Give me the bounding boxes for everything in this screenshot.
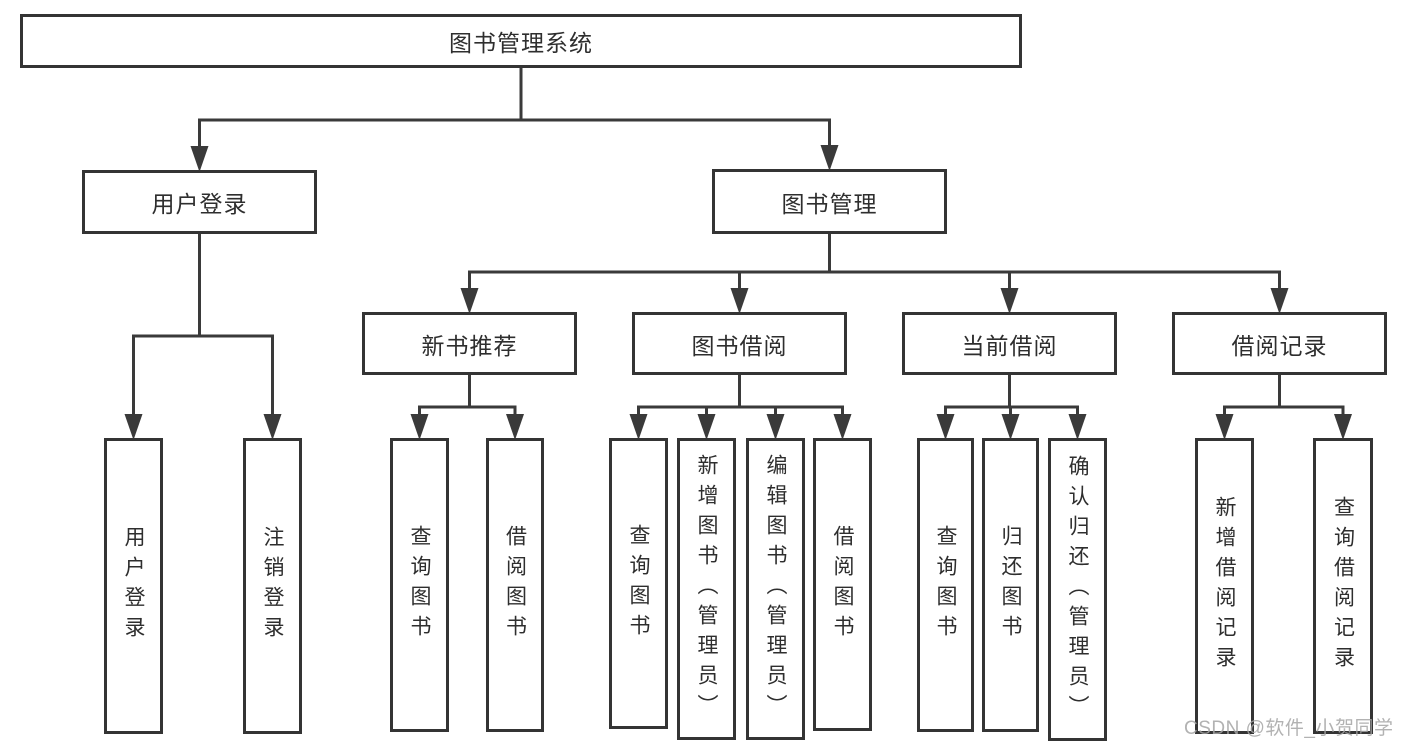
node-borrow-records: 借阅记录 [1172, 312, 1387, 375]
node-cb-return: 归还图书 [982, 438, 1039, 732]
node-bb-add: 新增图书（管理员） [677, 438, 736, 740]
node-label-new-book-rec: 新书推荐 [421, 332, 518, 359]
node-label-logout: 注销登录 [261, 526, 284, 646]
node-login: 用户登录 [104, 438, 163, 734]
node-label-book-mgmt: 图书管理 [781, 190, 878, 217]
node-label-cb-query: 查询图书 [934, 525, 957, 645]
node-bb-edit: 编辑图书（管理员） [746, 438, 805, 740]
node-new-book-rec: 新书推荐 [362, 312, 577, 375]
watermark: CSDN @软件_小贺同学 [1184, 718, 1394, 739]
node-br-add: 新增借阅记录 [1195, 438, 1254, 734]
node-cb-query: 查询图书 [917, 438, 974, 732]
node-logout: 注销登录 [243, 438, 302, 734]
node-label-root: 图书管理系统 [449, 30, 593, 56]
node-label-bb-edit: 编辑图书（管理员） [764, 454, 787, 724]
node-label-user-login: 用户登录 [151, 191, 248, 217]
node-label-book-borrow: 图书借阅 [691, 332, 788, 359]
node-label-current-borrow: 当前借阅 [961, 332, 1058, 359]
node-label-cb-confirm: 确认归还（管理员） [1066, 454, 1089, 725]
node-label-login: 用户登录 [122, 526, 145, 646]
node-user-login: 用户登录 [82, 170, 317, 234]
node-current-borrow: 当前借阅 [902, 312, 1117, 375]
node-label-rec-borrow: 借阅图书 [503, 525, 527, 645]
node-label-bb-add: 新增图书（管理员） [695, 454, 718, 724]
node-bb-borrow: 借阅图书 [813, 438, 872, 731]
node-label-bb-borrow: 借阅图书 [831, 524, 854, 645]
node-rec-borrow: 借阅图书 [486, 438, 544, 732]
node-label-rec-query: 查询图书 [408, 525, 431, 645]
node-book-mgmt: 图书管理 [712, 169, 947, 234]
node-label-br-add: 新增借阅记录 [1213, 496, 1236, 676]
node-root: 图书管理系统 [20, 14, 1022, 68]
node-cb-confirm: 确认归还（管理员） [1048, 438, 1107, 741]
node-book-borrow: 图书借阅 [632, 312, 847, 375]
node-bb-query: 查询图书 [609, 438, 668, 729]
node-rec-query: 查询图书 [390, 438, 449, 732]
node-label-bb-query: 查询图书 [627, 523, 650, 644]
node-label-cb-return: 归还图书 [999, 525, 1022, 645]
node-label-borrow-records: 借阅记录 [1231, 332, 1328, 359]
node-br-query: 查询借阅记录 [1313, 438, 1373, 734]
node-label-br-query: 查询借阅记录 [1331, 496, 1355, 676]
